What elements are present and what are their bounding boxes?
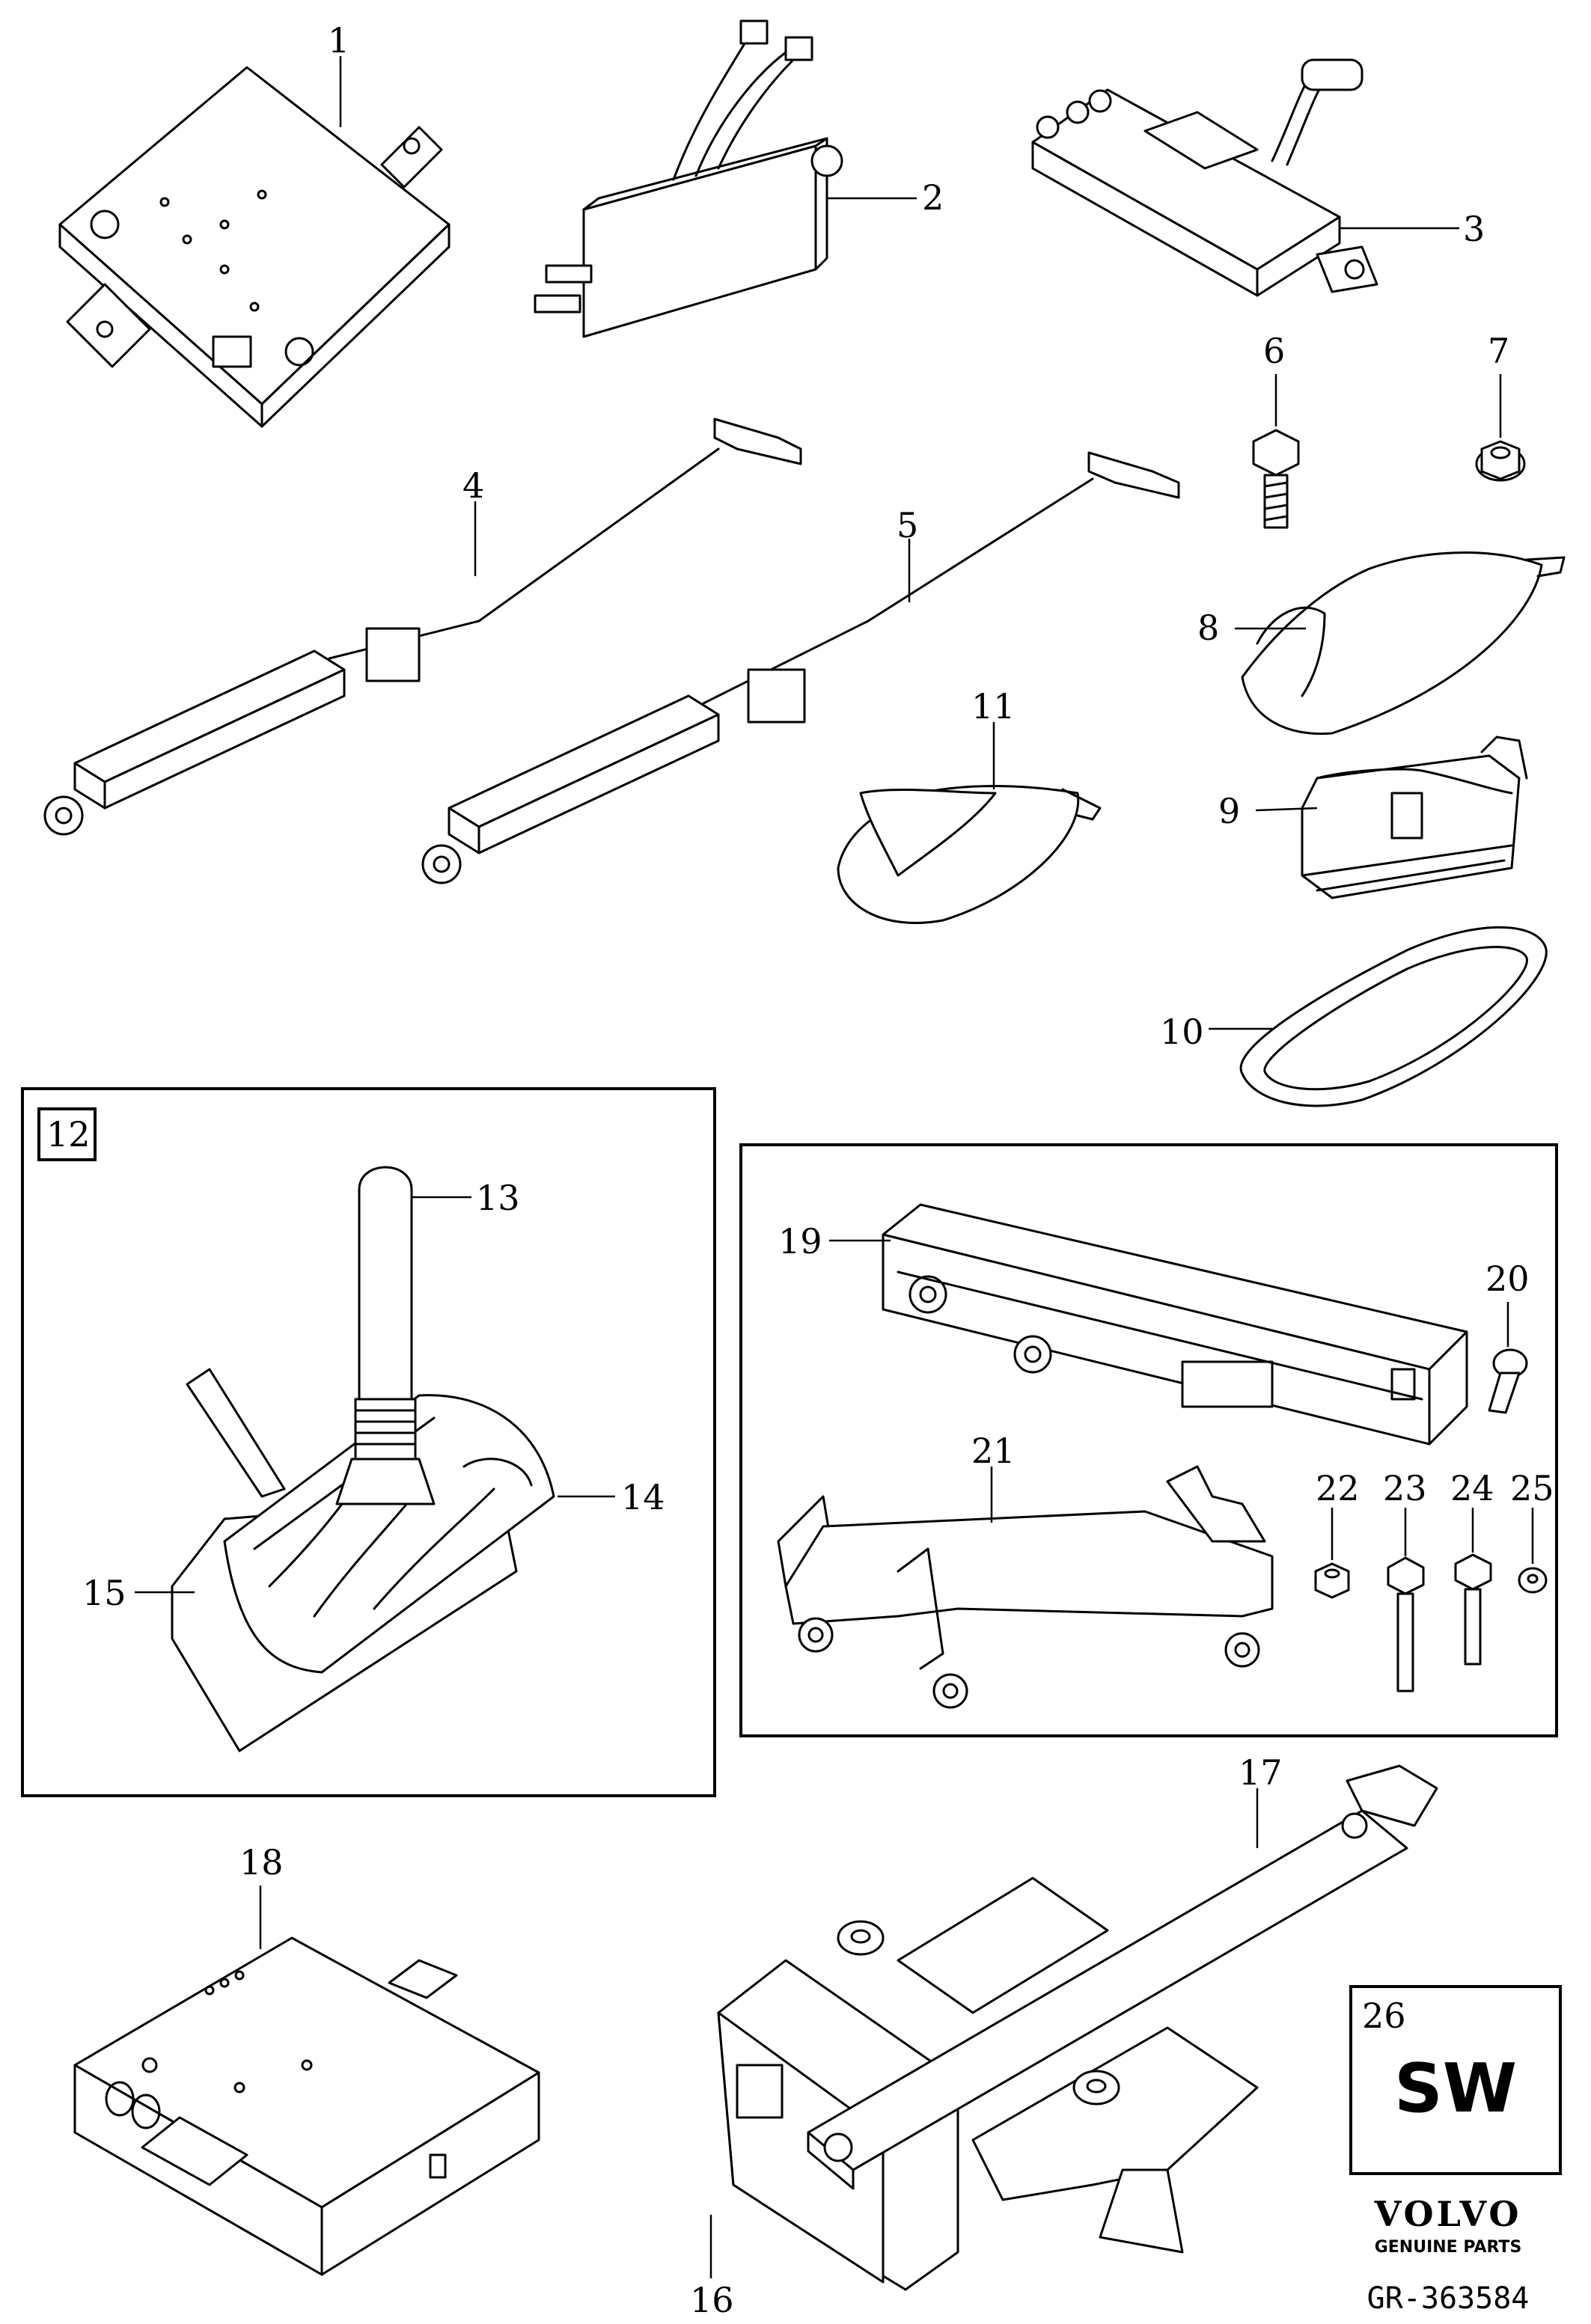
callout-11: 11 bbox=[971, 686, 1016, 727]
part-5-antenna-strip bbox=[421, 451, 1180, 884]
part-9-antenna-base bbox=[1301, 736, 1528, 899]
part-11-shark-fin-antenna bbox=[837, 785, 1102, 924]
kit-badge-12 bbox=[37, 1107, 97, 1161]
part-3-antenna-module bbox=[1031, 58, 1378, 297]
callout-9: 9 bbox=[1218, 791, 1240, 831]
kit-frame-12 bbox=[21, 1087, 716, 1797]
part-19-receiver-module bbox=[882, 1203, 1468, 1446]
callout-1: 1 bbox=[328, 20, 349, 61]
variant-badge-26 bbox=[1349, 1985, 1562, 2175]
callout-5: 5 bbox=[897, 505, 918, 545]
variant-code: SW bbox=[1394, 2049, 1517, 2128]
part-18-module bbox=[73, 1936, 540, 2276]
callout-7: 7 bbox=[1488, 331, 1509, 371]
callout-21: 21 bbox=[971, 1431, 1016, 1471]
callout-16: 16 bbox=[690, 2280, 734, 2320]
callout-14: 14 bbox=[621, 1477, 665, 1517]
callout-26: 26 bbox=[1362, 1996, 1406, 2036]
diagram-reference: GR-363584 bbox=[1367, 2281, 1530, 2316]
callout-3: 3 bbox=[1463, 209, 1485, 249]
callout-17: 17 bbox=[1239, 1752, 1283, 1793]
part-4-antenna-strip bbox=[43, 418, 802, 836]
part-21-mounting-bracket bbox=[777, 1465, 1274, 1709]
callout-18: 18 bbox=[239, 1842, 284, 1883]
callout-4: 4 bbox=[462, 465, 484, 506]
brand-logo: VOLVO bbox=[1374, 2194, 1522, 2234]
part-6-bolt bbox=[1252, 429, 1300, 529]
callout-2: 2 bbox=[922, 177, 944, 218]
callout-12: 12 bbox=[46, 1114, 91, 1155]
part-7-nut bbox=[1475, 440, 1526, 482]
callout-8: 8 bbox=[1197, 608, 1219, 648]
part-10-seal-gasket bbox=[1239, 926, 1548, 1107]
part-2-antenna-amplifier bbox=[534, 19, 843, 338]
part-8-shark-fin-cover bbox=[1241, 551, 1566, 736]
callout-25: 25 bbox=[1510, 1468, 1554, 1508]
callout-15: 15 bbox=[82, 1573, 126, 1613]
kit-frame-19-25 bbox=[739, 1143, 1558, 1737]
part-17-support-strap bbox=[807, 1764, 1438, 2190]
callout-13: 13 bbox=[476, 1178, 520, 1218]
part-24-bolt bbox=[1454, 1553, 1492, 1666]
brand-tagline: GENUINE PARTS bbox=[1375, 2238, 1522, 2257]
callout-24: 24 bbox=[1450, 1468, 1494, 1508]
callout-10: 10 bbox=[1160, 1012, 1204, 1052]
part-13-antenna-mast bbox=[335, 1166, 436, 1505]
part-1-control-module bbox=[58, 66, 451, 428]
callout-20: 20 bbox=[1485, 1259, 1530, 1299]
callout-23: 23 bbox=[1383, 1468, 1427, 1508]
callout-22: 22 bbox=[1316, 1468, 1360, 1508]
part-20-screw bbox=[1488, 1348, 1528, 1414]
part-23-bolt bbox=[1387, 1556, 1425, 1692]
part-25-washer bbox=[1518, 1567, 1548, 1594]
part-22-nut bbox=[1314, 1562, 1350, 1599]
callout-19: 19 bbox=[778, 1221, 822, 1262]
callout-6: 6 bbox=[1263, 331, 1285, 371]
